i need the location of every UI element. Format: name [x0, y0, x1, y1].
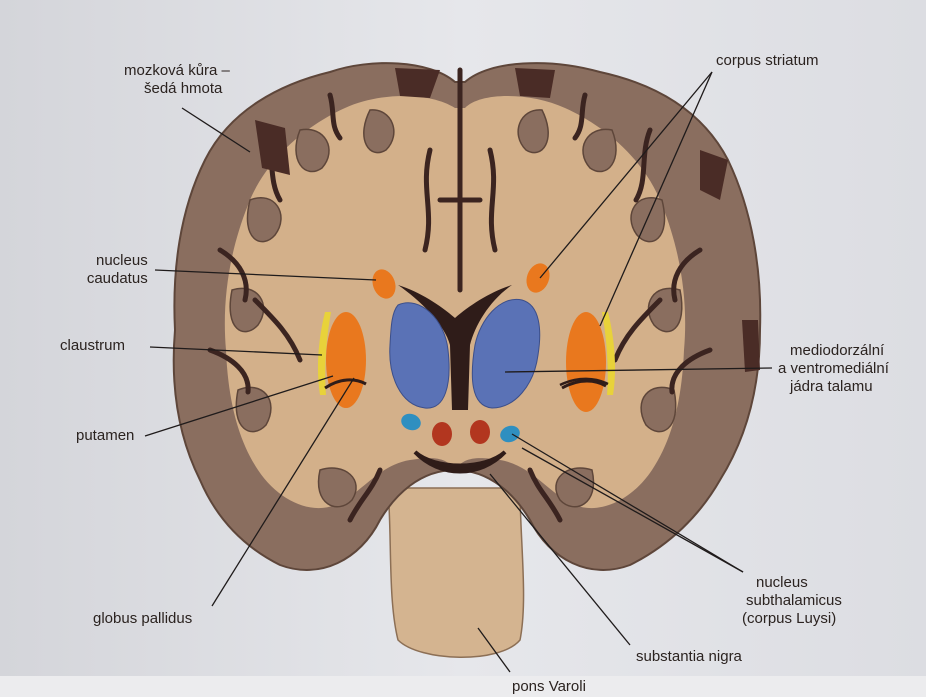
label-nucleus-subthalamicus: nucleus subthalamicus (corpus Luysi): [742, 574, 842, 628]
label-substantia-nigra: substantia nigra: [636, 648, 742, 666]
label-nucleus-caudatus: nucleus caudatus: [86, 252, 148, 288]
label-thalamus-line-1: mediodorzální: [778, 342, 889, 360]
bottom-edge-strip: [0, 676, 926, 697]
red-nucleus-left: [432, 422, 452, 446]
label-cortex-line-2: šedá hmota: [124, 80, 230, 98]
label-nucleus-caudatus-line-1: nucleus: [86, 252, 148, 270]
label-corpus-striatum: corpus striatum: [716, 52, 819, 70]
putamen-right: [566, 312, 606, 412]
label-nucleus-subthalamicus-line-1: nucleus: [742, 574, 842, 592]
label-pons: pons Varoli: [512, 678, 586, 696]
red-nucleus-right: [470, 420, 490, 444]
label-nucleus-caudatus-line-2: caudatus: [86, 270, 148, 288]
label-thalamus-line-3: jádra talamu: [778, 378, 889, 396]
label-thalamus-line-2: a ventromediální: [778, 360, 889, 378]
label-cortex-line-1: mozková kůra –: [124, 62, 230, 80]
label-putamen: putamen: [76, 427, 134, 445]
label-claustrum: claustrum: [60, 337, 125, 355]
label-cortex: mozková kůra – šedá hmota: [124, 62, 230, 98]
label-globus-pallidus: globus pallidus: [93, 610, 192, 628]
label-thalamus: mediodorzální a ventromediální jádra tal…: [778, 342, 889, 396]
brainstem: [388, 488, 524, 657]
label-nucleus-subthalamicus-line-3: (corpus Luysi): [742, 610, 842, 628]
white-matter: [225, 96, 685, 508]
putamen-left: [326, 312, 366, 408]
label-nucleus-subthalamicus-line-2: subthalamicus: [742, 592, 842, 610]
